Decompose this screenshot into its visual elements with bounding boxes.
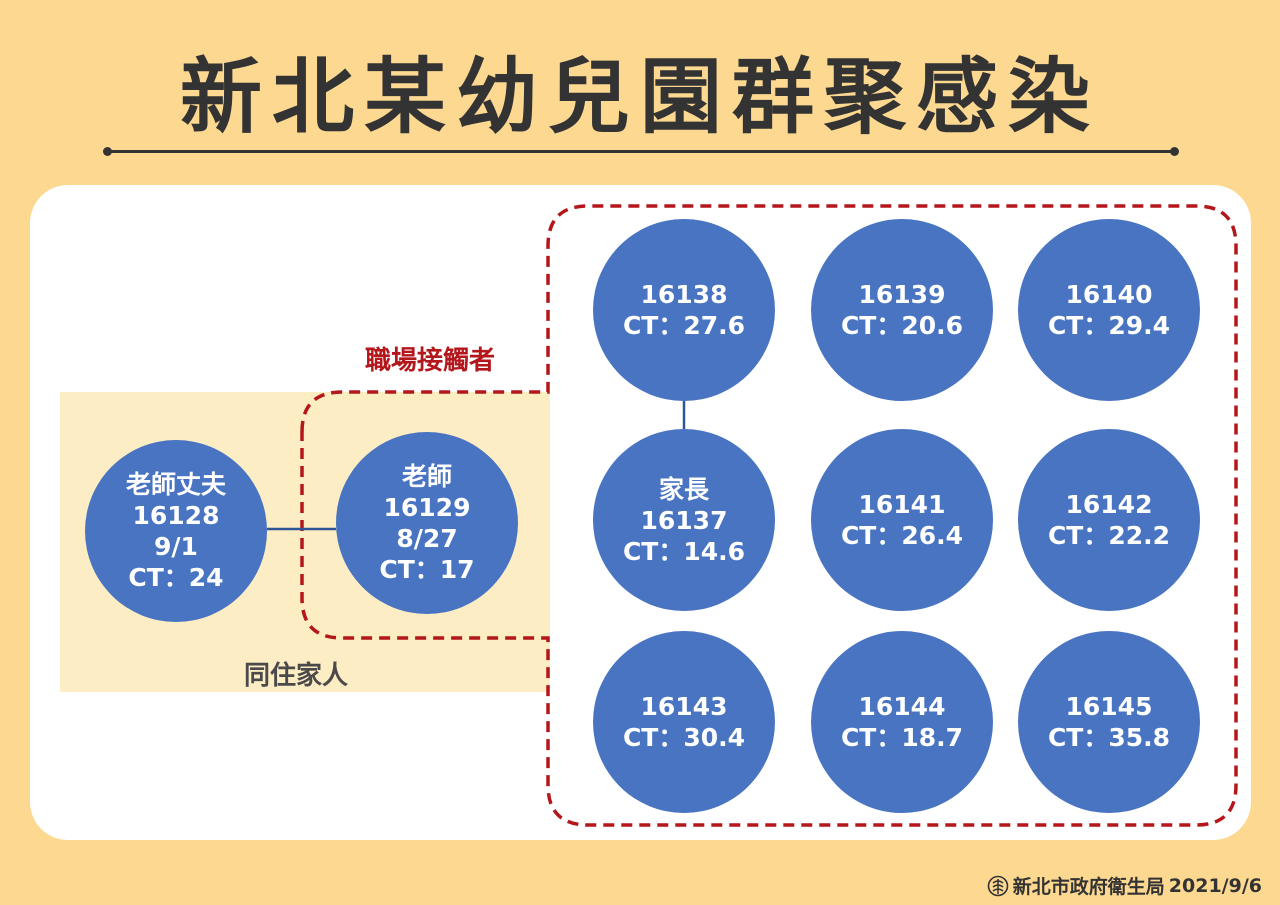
case-node-line: 16141 xyxy=(858,490,946,519)
case-node-line: CT：30.4 xyxy=(622,723,746,752)
case-node-line: CT：26.4 xyxy=(840,521,964,550)
case-node-line: CT：35.8 xyxy=(1047,723,1171,752)
page-title: 新北某幼兒園群聚感染 xyxy=(179,50,1100,145)
case-node-line: 16129 xyxy=(383,493,471,522)
case-node-line: 16144 xyxy=(858,692,946,721)
footer-source: 新北市政府衛生局 xyxy=(1012,876,1165,898)
case-node-line: 16142 xyxy=(1065,490,1153,519)
footer: 新北市政府衛生局 2021/9/6 xyxy=(987,872,1262,899)
workplace-contacts-border xyxy=(300,204,1238,827)
case-node-line: CT：17 xyxy=(379,555,475,584)
health-bureau-logo-icon xyxy=(987,875,1009,896)
case-node-line: 老師 xyxy=(401,462,452,491)
case-node-line: CT：27.6 xyxy=(622,311,746,340)
footer-date: 2021/9/6 xyxy=(1168,874,1262,897)
case-node-line: CT：14.6 xyxy=(622,536,746,566)
case-node-line: CT：20.6 xyxy=(840,311,964,340)
case-node-line: 16137 xyxy=(640,505,728,535)
connector-lines xyxy=(267,401,686,531)
case-node-line: 8/27 xyxy=(396,524,458,553)
title-divider xyxy=(103,147,1179,156)
workplace-contacts-label: 職場接觸者 xyxy=(365,346,496,376)
case-node-line: 16143 xyxy=(640,692,728,721)
case-node-line: 16128 xyxy=(132,501,220,530)
case-node-line: 16138 xyxy=(640,280,728,309)
case-node-line: 16140 xyxy=(1065,280,1153,309)
case-node-line: CT：29.4 xyxy=(1047,311,1171,340)
case-node-line: 家長 xyxy=(658,474,709,504)
case-node-line: CT：22.2 xyxy=(1047,521,1171,550)
case-node-line: CT：18.7 xyxy=(840,723,964,752)
case-node-line: 16145 xyxy=(1065,692,1153,721)
household-label: 同住家人 xyxy=(244,661,349,691)
case-node-line: CT：24 xyxy=(128,563,224,592)
case-node-line: 老師丈夫 xyxy=(125,470,226,499)
case-node-line: 9/1 xyxy=(154,532,198,561)
case-node-line: 16139 xyxy=(858,280,946,309)
